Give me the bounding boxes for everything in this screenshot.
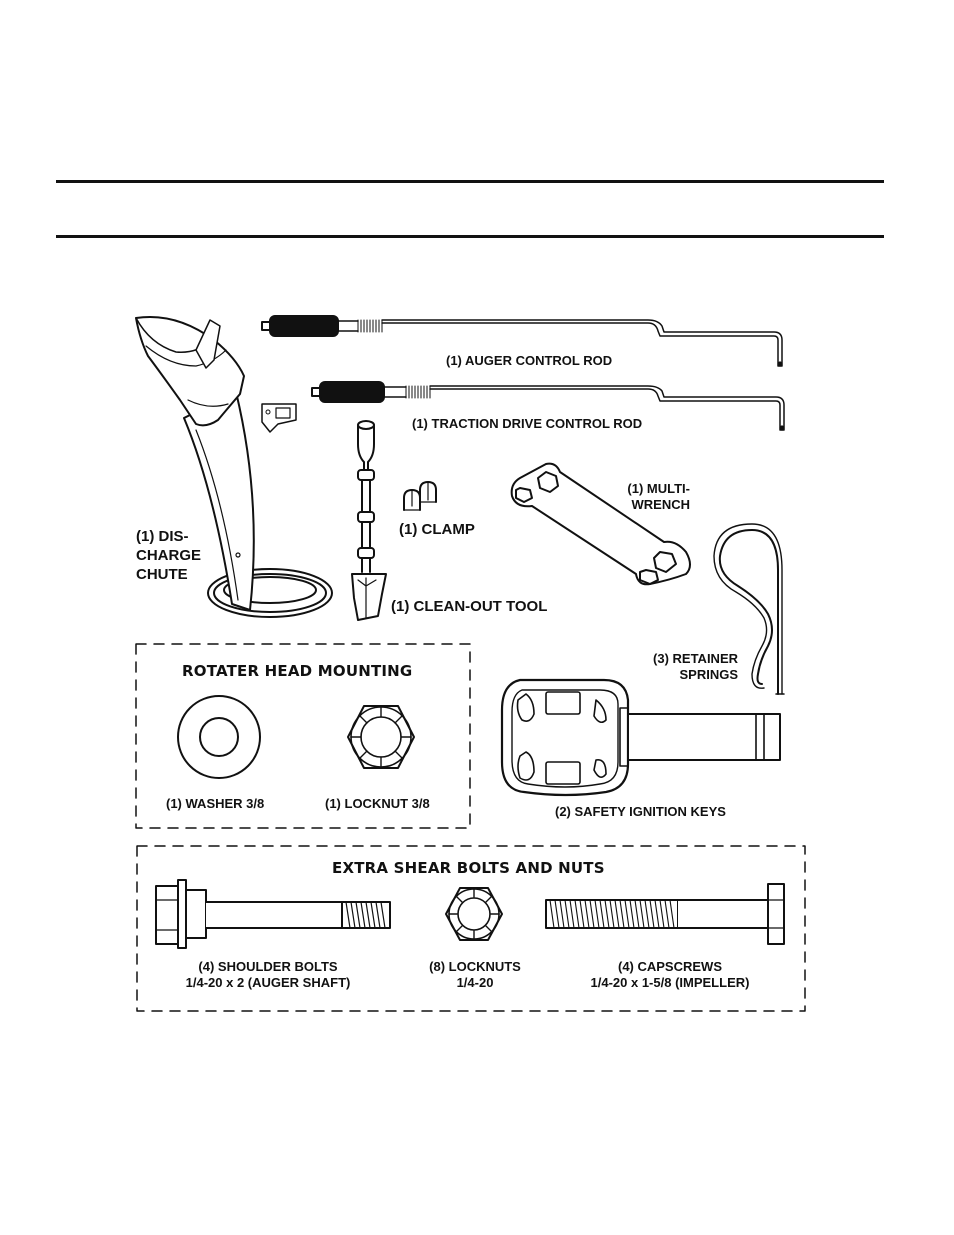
multi-wrench-image xyxy=(510,462,691,586)
safety-ignition-keys-label: (2) SAFETY IGNITION KEYS xyxy=(555,804,726,819)
clean-out-tool-image xyxy=(351,420,387,621)
traction-drive-control-rod-label: (1) TRACTION DRIVE CONTROL ROD xyxy=(412,416,643,431)
locknut-1-4-20-image xyxy=(445,887,503,941)
retainer-spring-image xyxy=(713,523,785,695)
top-rule xyxy=(56,180,884,183)
locknuts-label: (8) LOCKNUTS 1/4-20 xyxy=(429,959,521,991)
clean-out-tool-label: (1) CLEAN-OUT TOOL xyxy=(391,598,548,615)
clamp-label: (1) CLAMP xyxy=(399,521,475,538)
rotater-head-box xyxy=(135,643,471,829)
multi-wrench-label: (1) MULTI- WRENCH xyxy=(627,481,690,513)
locknut-3-8-image xyxy=(347,705,415,769)
shoulder-bolts-label: (4) SHOULDER BOLTS 1/4-20 x 2 (AUGER SHA… xyxy=(185,959,351,991)
retainer-springs-label: (3) RETAINER SPRINGS xyxy=(653,651,738,683)
auger-control-rod-label: (1) AUGER CONTROL ROD xyxy=(446,353,613,368)
washer-label: (1) WASHER 3/8 xyxy=(166,796,265,811)
rotater-head-title: ROTATER HEAD MOUNTING xyxy=(182,662,413,680)
shear-bolts-box xyxy=(136,845,806,1012)
capscrews-label: (4) CAPSCREWS 1/4-20 x 1-5/8 (IMPELLER) xyxy=(590,959,750,991)
shoulder-bolt-image xyxy=(155,879,391,949)
shear-bolts-title: EXTRA SHEAR BOLTS AND NUTS xyxy=(332,859,605,877)
auger-control-rod-image xyxy=(261,315,783,367)
safety-ignition-key-image xyxy=(500,678,781,797)
locknut-label: (1) LOCKNUT 3/8 xyxy=(325,796,430,811)
capscrew-image xyxy=(545,883,785,945)
second-rule xyxy=(56,235,884,238)
traction-drive-control-rod-image xyxy=(311,381,785,431)
washer-image xyxy=(177,695,261,779)
discharge-chute-image xyxy=(135,315,333,618)
clamp-image xyxy=(403,481,437,511)
discharge-chute-label: (1) DIS- CHARGE CHUTE xyxy=(136,528,202,583)
